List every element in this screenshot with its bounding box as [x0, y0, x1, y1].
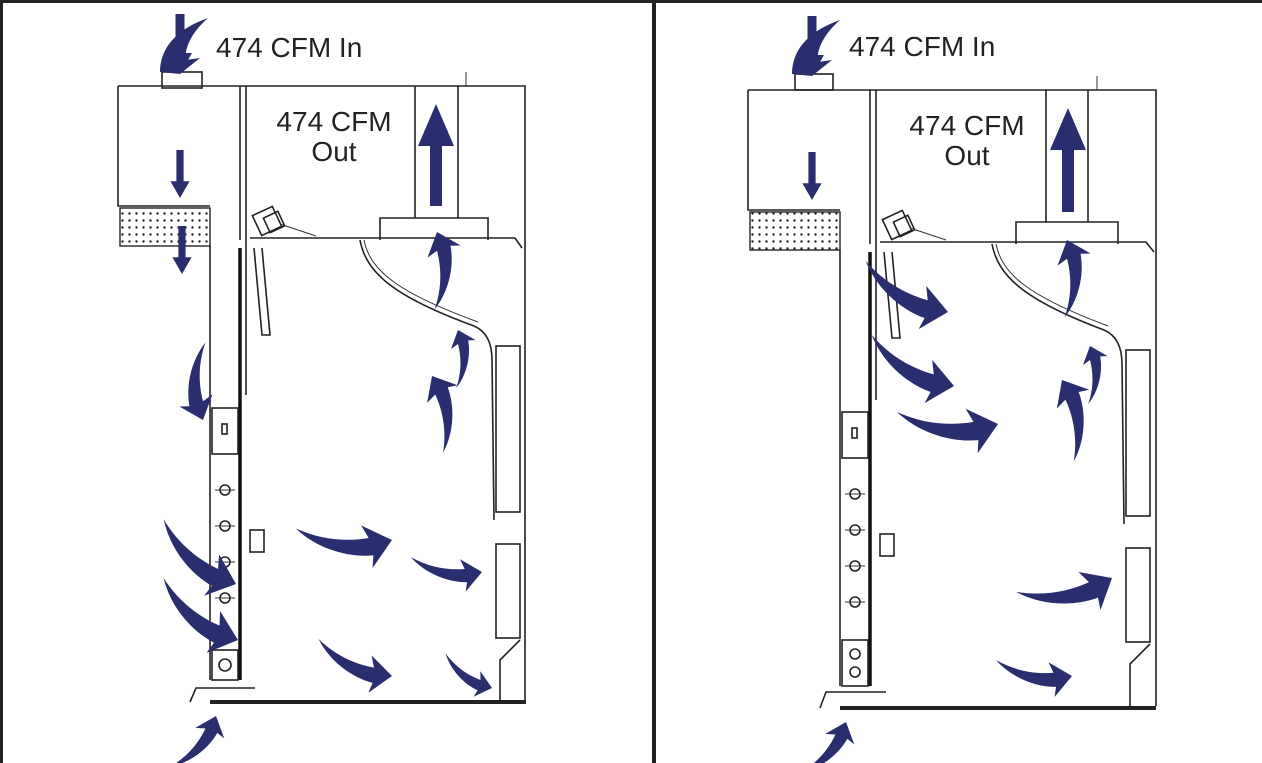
flow-arrow [145, 577, 250, 661]
flow-arrow [314, 638, 395, 695]
flow-arrow [896, 387, 1004, 471]
flow-arrow [1035, 370, 1117, 462]
ceiling-line [880, 241, 1155, 253]
rear-slot [1129, 643, 1151, 706]
airfoil [819, 691, 886, 709]
inflow-label: 474 CFM In [216, 32, 362, 63]
airfoil [189, 687, 255, 703]
flow-arrow [410, 545, 485, 600]
cabinet-top-outline [118, 85, 526, 700]
work-surface [210, 700, 526, 704]
outflow-label-line1: 474 CFM [276, 106, 391, 137]
plenum-down-arrow [170, 150, 190, 198]
rear-baffle-inner [995, 243, 1109, 327]
intake-curl [792, 20, 840, 76]
rear-baffle [359, 239, 495, 521]
plenum-outline [747, 90, 840, 211]
hepa-filter [119, 207, 211, 247]
rear-baffle-inner [363, 239, 479, 323]
exhaust-up-arrow [1050, 108, 1086, 212]
left-border [0, 0, 3, 763]
plenum-outline [117, 86, 210, 207]
cabinet-top-outline [748, 89, 1157, 706]
outflow-label-line2: Out [944, 140, 989, 171]
valve-fixtures [845, 488, 865, 608]
sash-handle [253, 247, 271, 336]
flow-arrow [295, 505, 398, 585]
intake-curl [160, 18, 208, 74]
exhaust-up-arrow [418, 104, 454, 206]
switch-icon [851, 427, 858, 439]
flow-arrow [436, 653, 498, 701]
rear-slot [499, 639, 521, 700]
flow-arrow [996, 647, 1076, 706]
inlet-collar [794, 73, 834, 91]
rear-panel-upper [495, 345, 521, 513]
rear-panel-upper [1125, 349, 1151, 517]
flow-arrow [170, 707, 231, 763]
latch-icon [879, 533, 895, 557]
outlet-icon [218, 658, 232, 672]
outlet-plate [841, 639, 869, 687]
switch-icon [221, 423, 228, 435]
outlet-icon [849, 648, 861, 660]
flow-arrow [407, 367, 484, 453]
damper-icon [881, 209, 947, 241]
rear-panel-lower [1125, 547, 1151, 643]
rear-panel-lower [495, 543, 521, 639]
damper-icon [251, 205, 317, 237]
outflow-label-line1: 474 CFM [909, 110, 1024, 141]
plenum-down-arrow [802, 152, 822, 200]
exhaust-collar [379, 217, 489, 240]
rear-baffle [991, 243, 1125, 525]
top-border [0, 0, 1262, 3]
outlet-icon [849, 666, 861, 678]
flow-arrow [800, 713, 861, 763]
switch-plate [841, 411, 869, 459]
panel-left: 474 CFM In 474 CFM Out [117, 14, 526, 763]
outlet-plate [211, 649, 239, 681]
flow-arrow [437, 325, 489, 389]
ceiling-line [250, 237, 523, 249]
exhaust-collar [1015, 221, 1119, 244]
flow-arrow [1016, 546, 1123, 643]
work-surface [840, 706, 1156, 710]
flow-arrow [1039, 233, 1109, 318]
inflow-label: 474 CFM In [849, 31, 995, 62]
switch-plate [211, 407, 239, 455]
flow-arrow [161, 342, 231, 427]
outflow-label-line2: Out [311, 136, 356, 167]
panel-right: 474 CFM In 474 CFM Out [747, 16, 1157, 763]
latch-icon [249, 529, 265, 553]
hepa-filter [749, 211, 841, 251]
panel-divider [652, 0, 656, 763]
